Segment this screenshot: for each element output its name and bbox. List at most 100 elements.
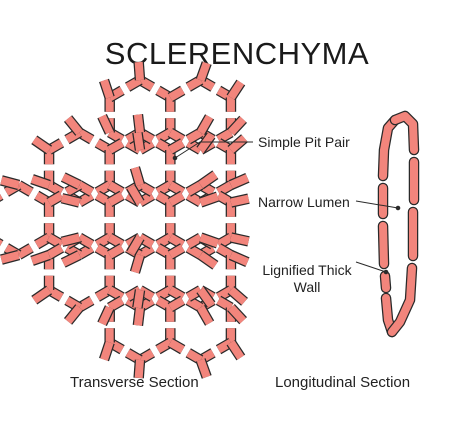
cell-wall-segment (95, 286, 112, 301)
cell-wall-segment (138, 76, 155, 91)
cell-wall-segment (107, 296, 125, 311)
caption-transverse-section: Transverse Section (70, 374, 199, 391)
cell-wall-segment (168, 234, 185, 249)
cell-wall-segment (198, 76, 216, 91)
cell-wall-segment (107, 139, 125, 154)
cell-wall-segment (138, 181, 155, 196)
cell-wall-stub (197, 305, 214, 326)
cell-wall-stub (196, 358, 211, 379)
cell-wall-stub (100, 79, 114, 99)
cell-wall-stub (0, 176, 20, 189)
cell-wall-segment (168, 191, 185, 206)
cell-wall-segment (47, 139, 64, 154)
cell-wall-segment (186, 191, 203, 206)
cell-wall-segment (125, 349, 142, 364)
lignified-wall-leader-dot (383, 269, 389, 275)
cell-wall-segment (216, 139, 233, 154)
cell-wall-stub (198, 171, 218, 189)
cell-wall-segment (77, 181, 94, 196)
label-lignified-thick-wall: Lignified Thick Wall (255, 262, 359, 296)
cell-wall-segment (168, 286, 185, 301)
cell-wall-stub (196, 61, 211, 82)
cell-wall-segment (168, 244, 185, 259)
cell-wall-segment (95, 181, 112, 196)
cell-wall-segment (125, 76, 143, 91)
pit-pair-leader (174, 141, 253, 159)
cell-wall-stub (197, 133, 215, 153)
cell-wall-segment (155, 286, 173, 301)
cell-wall-stub (131, 253, 144, 274)
fibre-right-wall (391, 112, 418, 154)
cell-wall-stub (133, 114, 144, 133)
cell-wall-segment (47, 244, 64, 259)
cell-wall-stub (197, 114, 214, 135)
cell-wall-stub (133, 307, 144, 326)
cell-wall-stub (61, 251, 82, 267)
cell-wall-stub (100, 341, 114, 361)
cell-wall-segment (186, 244, 203, 259)
cell-wall-stub (198, 251, 218, 269)
cell-wall-segment (216, 86, 233, 101)
cell-wall-stub (31, 286, 52, 304)
fibre-right-wall (388, 264, 416, 336)
cell-wall-segment (77, 234, 94, 249)
cell-wall-segment (216, 129, 233, 144)
cell-wall-segment (155, 191, 173, 206)
cell-wall-segment (216, 339, 233, 354)
cell-wall-segment (16, 181, 34, 196)
cell-wall-segment (155, 139, 173, 154)
cell-wall-segment (168, 86, 185, 101)
cell-wall-segment (95, 139, 112, 154)
cell-wall-segment (107, 129, 125, 144)
fibre-left-wall (379, 222, 388, 268)
cell-wall-segment (155, 244, 173, 259)
cell-wall-segment (107, 234, 125, 249)
cell-wall-segment (95, 191, 112, 206)
cell-wall-segment (138, 349, 155, 364)
cell-wall-segment (107, 244, 125, 259)
cell-wall-stub (197, 287, 215, 307)
cell-wall-stub (30, 175, 51, 189)
cell-wall-stub (134, 359, 144, 379)
cell-wall-segment (216, 244, 233, 259)
cell-wall-segment (186, 296, 203, 311)
transverse-section-drawing (0, 61, 250, 379)
cell-wall-segment (155, 181, 173, 196)
narrow-lumen-leader-dot (395, 205, 401, 211)
cell-wall-stub (127, 184, 144, 205)
cell-wall-stub (134, 61, 144, 81)
cell-wall-segment (168, 296, 185, 311)
cell-wall-segment (168, 339, 185, 354)
cell-wall-segment (95, 244, 112, 259)
cell-wall-segment (198, 349, 216, 364)
cell-wall-stub (229, 251, 250, 266)
cell-wall-stub (133, 289, 144, 309)
cell-wall-stub (64, 304, 83, 325)
label-narrow-lumen: Narrow Lumen (258, 194, 350, 210)
leader-lines (172, 141, 401, 275)
cell-wall-stub (227, 116, 247, 136)
cell-wall-stub (98, 305, 114, 326)
cell-wall-segment (34, 191, 52, 206)
cell-wall-stub (64, 115, 83, 136)
cell-wall-segment (186, 181, 203, 196)
cell-wall-segment (155, 339, 173, 354)
cell-wall-segment (47, 286, 64, 301)
cell-wall-stub (228, 286, 248, 305)
cell-wall-stub (199, 233, 219, 248)
cell-wall-segment (168, 181, 185, 196)
cell-wall-stub (31, 136, 52, 154)
cell-wall-segment (47, 181, 64, 196)
cell-wall-segment (77, 129, 94, 144)
cell-wall-segment (186, 286, 203, 301)
diagram-title: SCLERENCHYMA (104, 36, 370, 71)
cell-wall-stub (0, 251, 20, 264)
cell-wall-segment (168, 129, 185, 144)
cell-wall-segment (186, 76, 203, 91)
cell-wall-segment (186, 234, 203, 249)
cell-wall-stub (227, 340, 245, 360)
cell-wall-segment (138, 244, 155, 259)
cell-wall-segment (186, 129, 203, 144)
cell-wall-stub (127, 235, 144, 256)
cell-wall-stub (60, 194, 81, 207)
